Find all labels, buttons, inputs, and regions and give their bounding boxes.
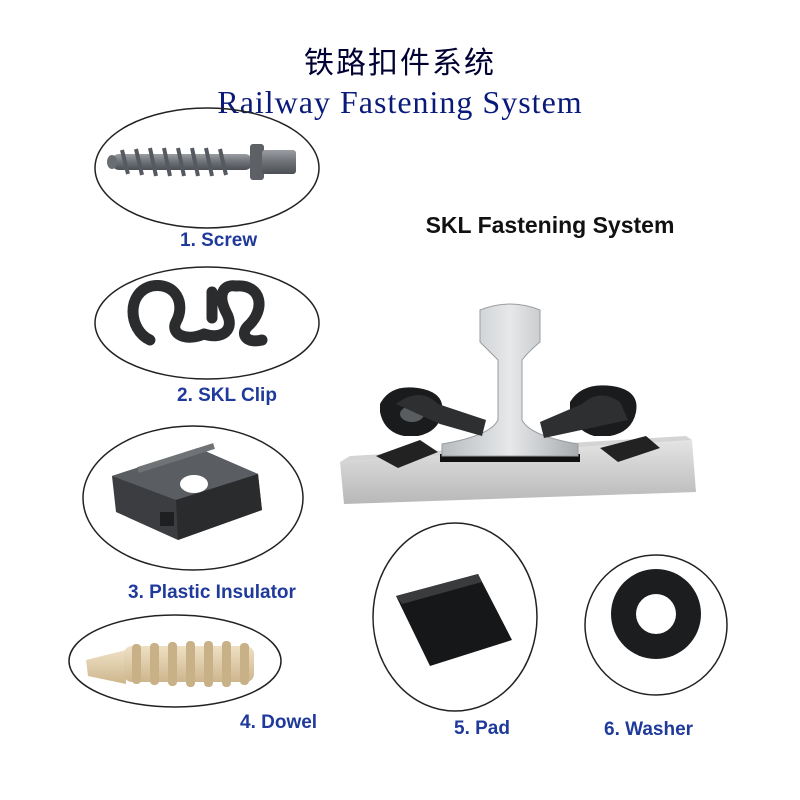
pad-frame [372, 522, 538, 712]
plastic-insulator-icon [112, 443, 262, 540]
rail [441, 303, 579, 457]
skl-clip-icon [127, 280, 268, 347]
title-chinese: 铁路扣件系统 [304, 46, 496, 81]
right-fastener [540, 385, 660, 462]
dowel-label: 4. Dowel [240, 712, 317, 733]
left-fastener [376, 387, 486, 468]
washer-frame [584, 554, 728, 696]
washer-ellipse [584, 554, 728, 696]
screw-label: 1. Screw [180, 230, 257, 251]
pad-icon [396, 574, 512, 666]
rail-pad [440, 454, 580, 462]
dowel-icon [86, 641, 254, 687]
skl-clip-frame [94, 266, 320, 380]
skl-clip-ellipse [94, 266, 320, 380]
dowel-ellipse [68, 614, 282, 708]
insulator-ellipse [82, 425, 304, 571]
washer-label: 6. Washer [604, 719, 694, 740]
dowel-frame [68, 614, 282, 708]
pad-label: 5. Pad [454, 718, 510, 739]
skl-clip-label: 2. SKL Clip [177, 385, 277, 406]
title-english: Railway Fastening System [217, 84, 583, 120]
screw-ellipse [94, 107, 320, 229]
plastic-insulator-label: 3. Plastic Insulator [128, 582, 296, 603]
assembly-title: SKL Fastening System [425, 212, 675, 238]
washer-icon [611, 569, 701, 659]
skl-assembly-illustration [340, 303, 696, 504]
insulator-frame [82, 425, 304, 571]
screw-icon [107, 144, 296, 180]
sleeper [340, 440, 696, 504]
pad-ellipse [372, 522, 538, 712]
screw-frame [94, 107, 320, 229]
